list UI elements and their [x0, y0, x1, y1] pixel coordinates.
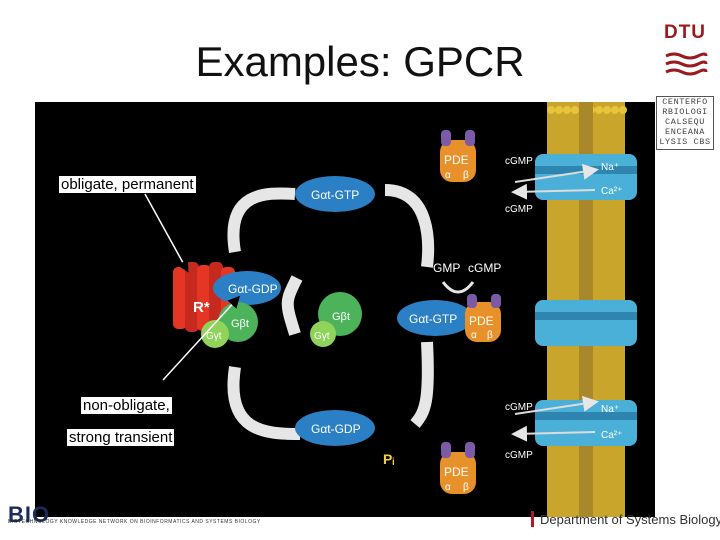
cbs-logo-row: RBIOLOGI	[662, 107, 708, 117]
cgmp-top-1: cGMP	[505, 156, 533, 167]
obligate-annotation: obligate, permanent	[59, 176, 196, 193]
cbs-logo-row: CENTERFO	[662, 97, 708, 107]
na-bottom-label: Na⁺	[601, 404, 619, 415]
gbeta-free-label: Gβt	[332, 311, 350, 323]
cbs-logo-row: LYSIS CBS	[659, 137, 711, 147]
gt-gtp-top-label: Gαt-GTP	[311, 188, 359, 202]
ca-bottom-label: Ca²⁺	[601, 430, 622, 441]
cgmp-bottom-2: cGMP	[505, 450, 533, 461]
cgmp-bottom-1: cGMP	[505, 402, 533, 413]
gbeta-label: Gβt	[231, 318, 249, 330]
r-star-label: R*	[193, 299, 210, 316]
pde-bottom	[440, 452, 476, 494]
obligate-pointer	[144, 193, 189, 273]
pde-mid-alpha: α	[471, 330, 477, 341]
galpha-gtp-mid	[397, 300, 473, 336]
ca-top-label: Ca²⁺	[601, 186, 622, 197]
dtu-logo	[660, 20, 710, 90]
pde-gamma-bottom	[441, 442, 451, 458]
ggamma-free	[310, 321, 336, 347]
na-flow-arrow	[514, 163, 599, 183]
nonobligate-annotation-line2: strong transient	[67, 429, 175, 446]
galpha-gdp-bottom	[295, 410, 375, 446]
na-top-label: Na⁺	[601, 162, 619, 173]
ca-flow-arrow	[511, 425, 596, 442]
pde-gamma-mid	[467, 294, 477, 308]
cgmp-channel-middle	[535, 300, 637, 346]
na-flow-arrow	[514, 395, 599, 415]
biosys-logo: BIO	[8, 502, 51, 527]
cycle-arrow-bottom	[227, 366, 301, 440]
dtu-logo-text: DTU	[663, 22, 707, 43]
pde-top-label: PDE	[444, 153, 469, 167]
ca-flow-arrow	[511, 183, 596, 200]
pde-bottom-beta: β	[463, 482, 469, 493]
cycle-arrow-middle	[281, 275, 303, 336]
nonobligate-annotation-line1: non-obligate,	[81, 397, 172, 414]
pde-gamma-mid-2	[491, 294, 501, 308]
cgmp-channel-bottom	[535, 400, 637, 446]
cgmp-mid-label: cGMP	[468, 261, 501, 275]
ggamma-bound	[201, 320, 229, 348]
gt-gdp-bottom-label: Gαt-GDP	[311, 422, 361, 436]
cbs-logo-row: CALSEQU	[665, 117, 705, 127]
pde-top-alpha: α	[445, 170, 451, 181]
pde-mid	[465, 302, 501, 342]
gt-gtp-mid-label: Gαt-GTP	[409, 312, 457, 326]
pde-gamma-top-2	[465, 130, 475, 146]
galpha-gtp-top	[295, 176, 375, 212]
phosphate-label: Pᵢ	[383, 451, 394, 467]
cycle-arrow-top	[227, 187, 296, 253]
gpcr-diagram: R* Gαt-GDP Gβt Gγt Gβt Gγt Gαt-GTP Gαt-G…	[35, 102, 655, 517]
to-pde-arrow	[384, 184, 435, 268]
pde-mid-beta: β	[487, 330, 493, 341]
pde-bottom-alpha: α	[445, 482, 451, 493]
nonobligate-pointer	[162, 295, 241, 381]
footer-accent-bar	[531, 511, 534, 527]
pde-top-beta: β	[463, 170, 469, 181]
pde-bottom-label: PDE	[444, 465, 469, 479]
pde-mid-label: PDE	[469, 314, 494, 328]
footer-department: Department of Systems Biology	[540, 512, 720, 527]
cgmp-top-2: cGMP	[505, 204, 533, 215]
gt-gdp-label: Gαt-GDP	[228, 282, 278, 296]
gpcr-diagram-svg: R* Gαt-GDP Gβt Gγt Gβt Gγt Gαt-GTP Gαt-G…	[144, 102, 637, 517]
gmp-label: GMP	[433, 261, 460, 275]
footer-left-tagline: BIOTECHNOLOGY KNOWLEDGE NETWORK ON BIOIN…	[8, 519, 261, 525]
ggamma-label: Gγt	[206, 331, 222, 342]
pde-gamma-bottom-2	[465, 442, 475, 458]
from-pde-arrow	[410, 341, 434, 428]
pde-top	[440, 140, 476, 182]
pde-gamma-top	[441, 130, 451, 146]
cgmp-hydrolysis-arrow	[441, 281, 475, 294]
cbs-logo: CENTERFO RBIOLOGI CALSEQU ENCEANA LYSIS …	[656, 96, 714, 150]
slide-title: Examples: GPCR	[195, 38, 525, 85]
cbs-logo-row: ENCEANA	[665, 127, 705, 137]
ggamma-free-label: Gγt	[314, 331, 330, 342]
